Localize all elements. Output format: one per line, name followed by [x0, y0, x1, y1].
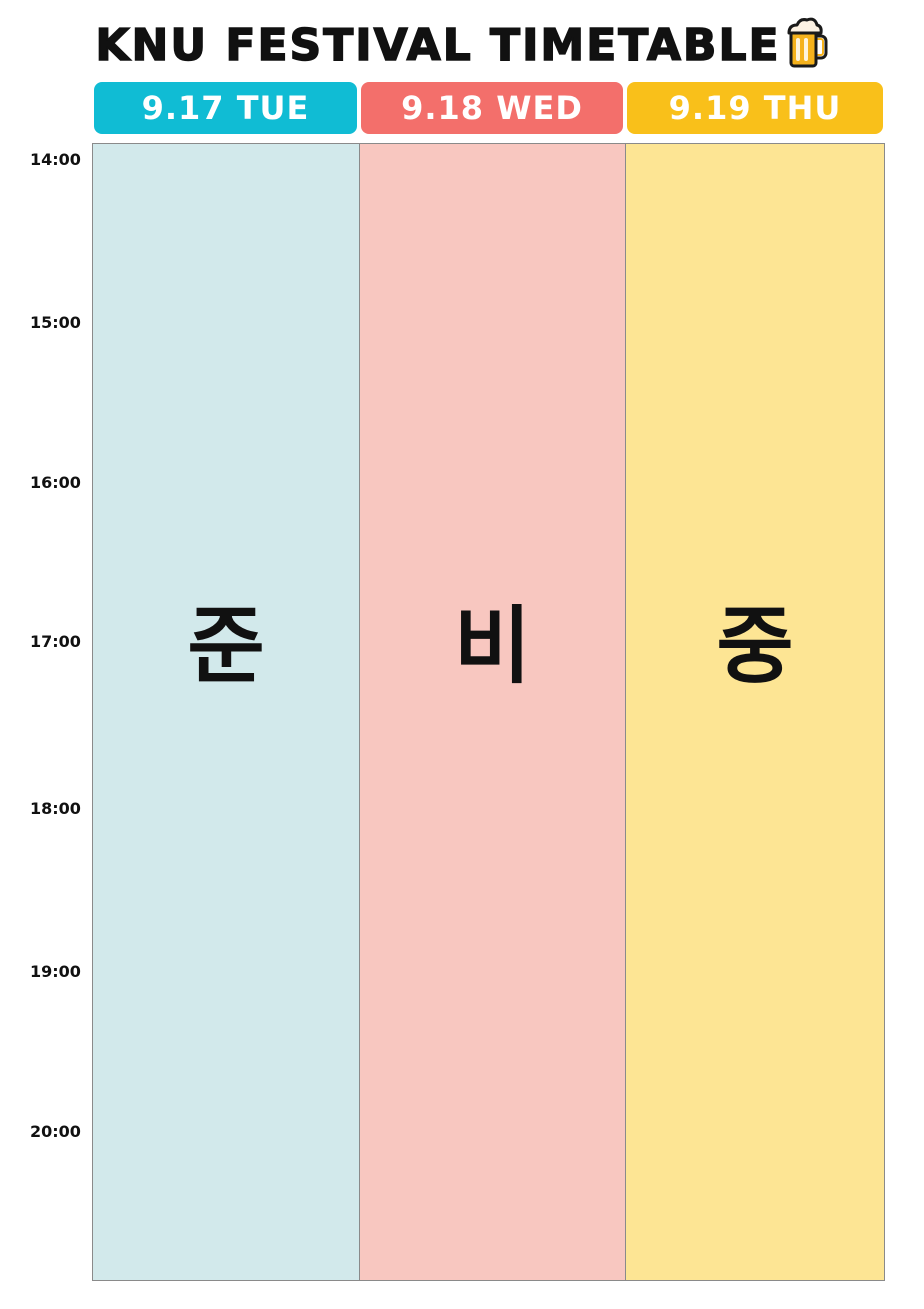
day-header-label: 9.17 TUE — [141, 89, 310, 127]
day-header-wed: 9.18 WED — [361, 82, 623, 134]
day-column-tue: 준 — [93, 144, 359, 1280]
column-status-text: 준 — [187, 596, 265, 695]
time-label: 15:00 — [30, 313, 81, 332]
day-header-label: 9.19 THU — [668, 89, 842, 127]
day-header-label: 9.18 WED — [401, 89, 583, 127]
time-label: 14:00 — [30, 150, 81, 169]
column-status-text: 비 — [453, 596, 532, 695]
day-column-wed: 비 — [359, 144, 625, 1280]
day-header-tue: 9.17 TUE — [94, 82, 357, 134]
day-header-thu: 9.19 THU — [627, 82, 883, 134]
page-title: KNU FESTIVAL TIMETABLE — [95, 19, 781, 72]
time-label: 20:00 — [30, 1122, 81, 1141]
time-label: 19:00 — [30, 962, 81, 981]
timetable-grid: 준 비 중 — [92, 143, 885, 1281]
time-label: 16:00 — [30, 473, 81, 492]
title-row: KNU FESTIVAL TIMETABLE — [0, 10, 924, 80]
time-label: 18:00 — [30, 799, 81, 818]
beer-mug-icon — [787, 17, 828, 68]
day-column-thu: 중 — [625, 144, 884, 1280]
column-status-text: 중 — [716, 596, 794, 695]
time-label: 17:00 — [30, 632, 81, 651]
